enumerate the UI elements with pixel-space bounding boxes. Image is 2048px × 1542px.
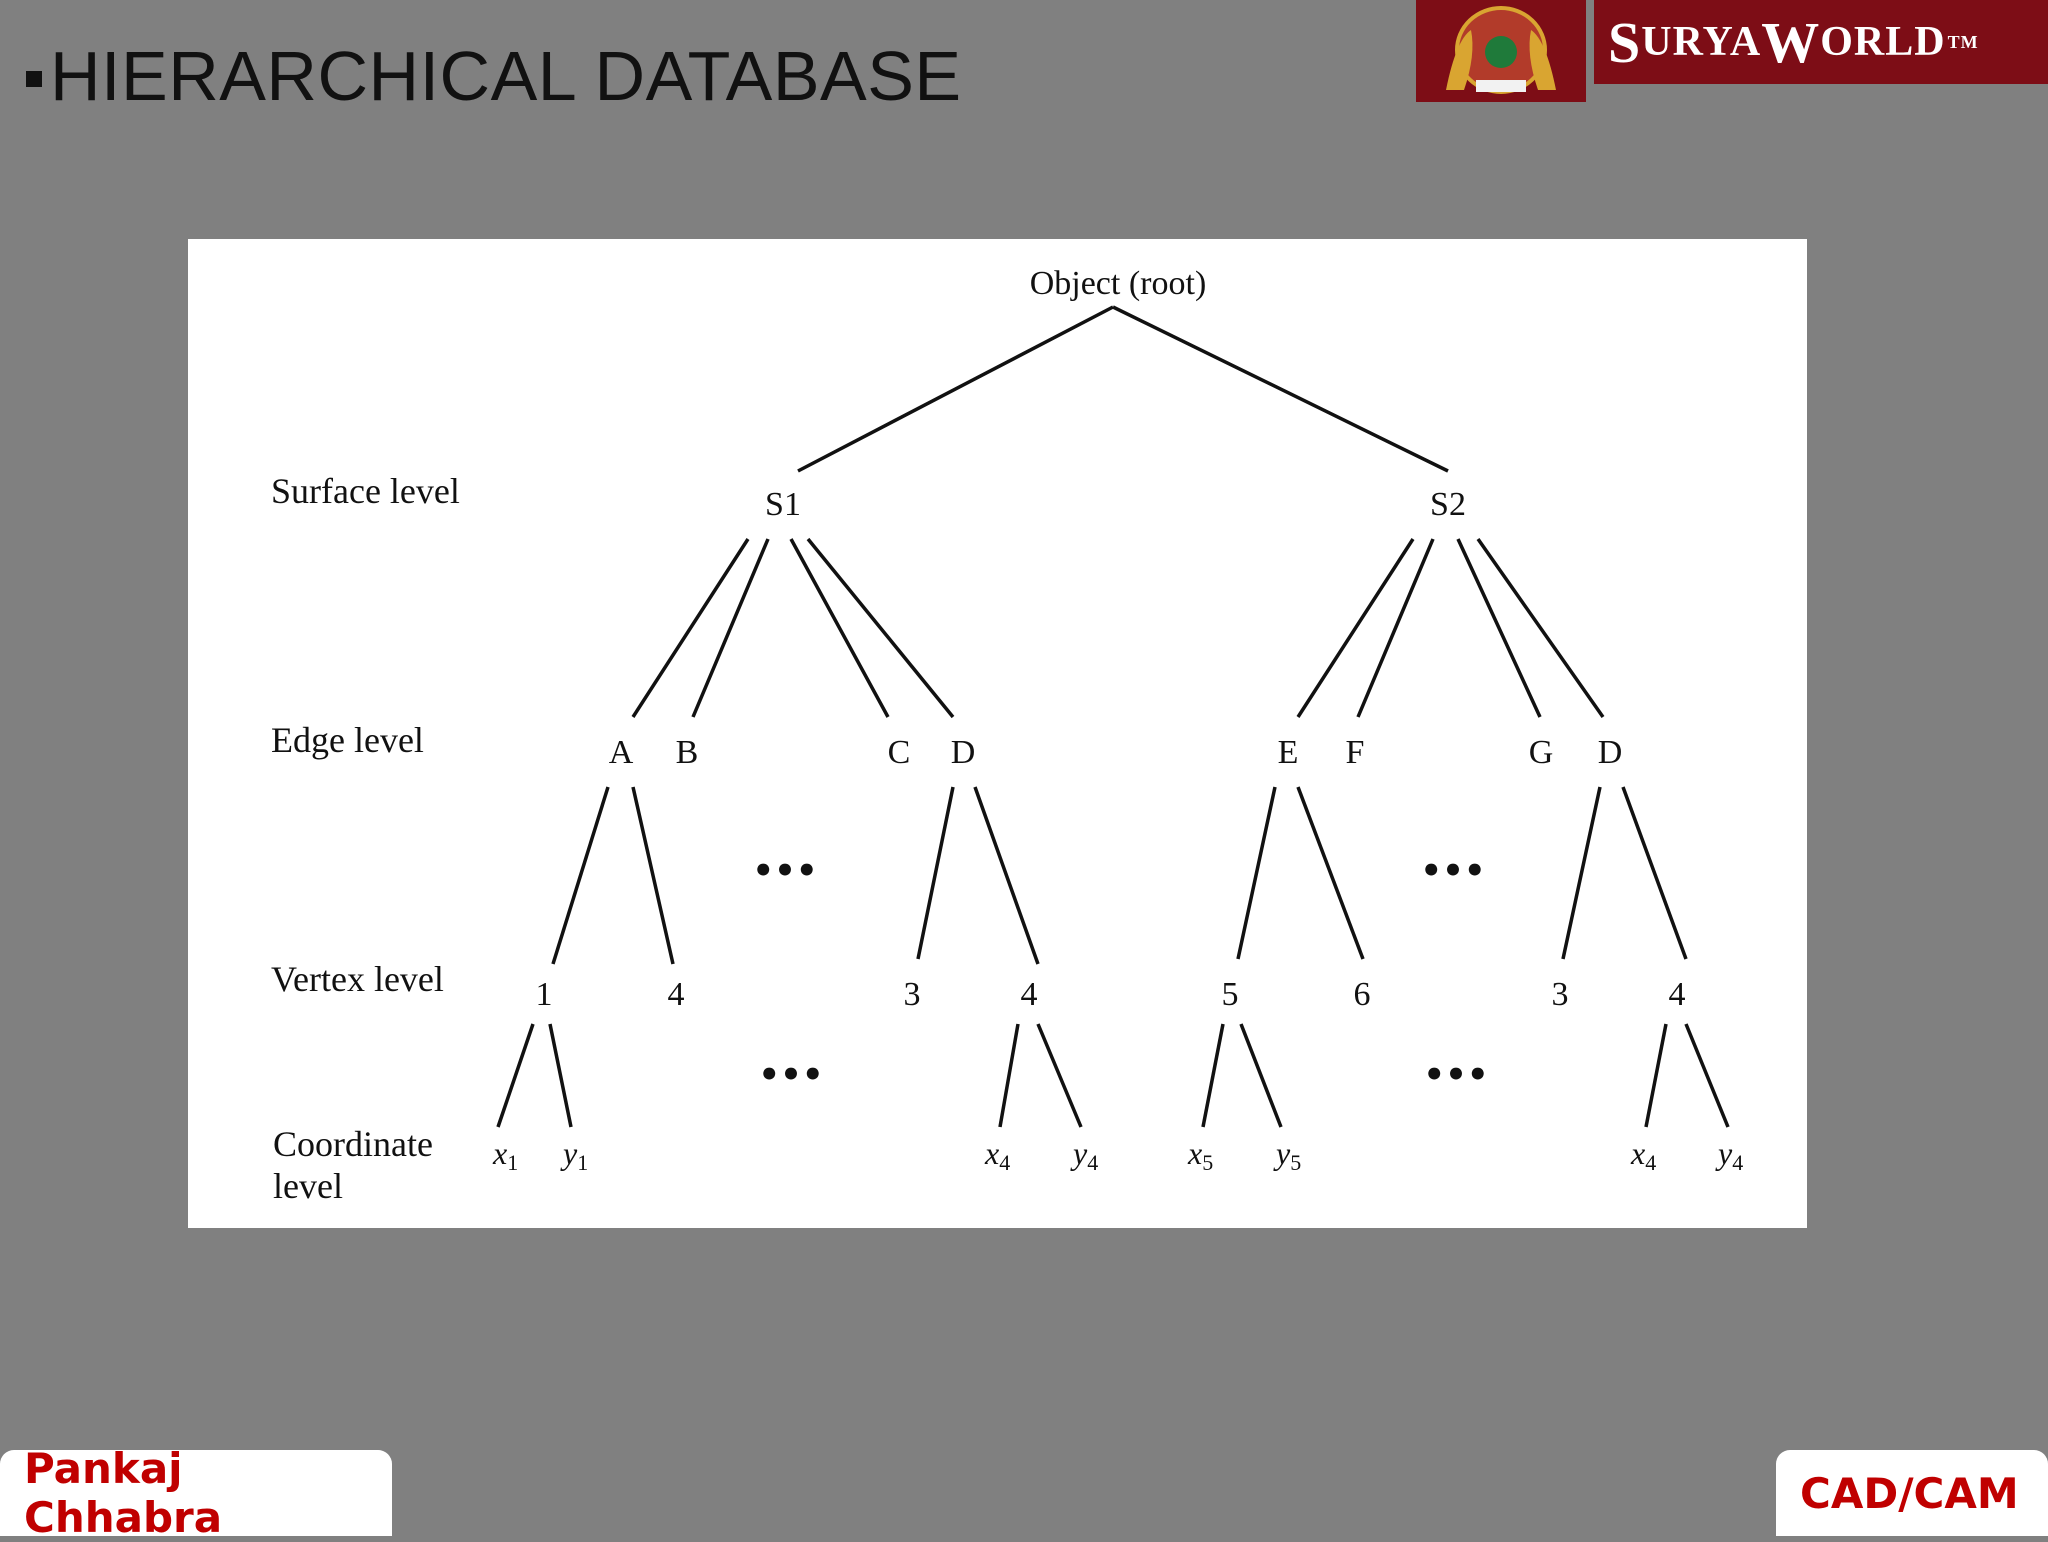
coordinate-node: y1 [560, 1135, 588, 1175]
edge-node: C [888, 734, 911, 771]
hierarchy-tree: Surface level Edge level Vertex level Co… [271, 265, 1743, 1206]
ellipsis: ••• [752, 851, 817, 891]
edge-node: B [676, 734, 699, 771]
vertex-node: 1 [536, 976, 553, 1013]
vertex-node: 4 [1021, 976, 1038, 1013]
slide-title-text: HIERARCHICAL DATABASE [50, 37, 962, 115]
vertex-node: 3 [1552, 976, 1569, 1013]
edge-node: F [1346, 734, 1365, 771]
surface-node: S2 [1430, 486, 1466, 523]
logo-text-orld: ORLD [1820, 19, 1946, 65]
level-label-coordinate: Coordinate [273, 1124, 433, 1164]
coordinate-node: x1 [492, 1135, 518, 1175]
hierarchy-diagram: Surface level Edge level Vertex level Co… [188, 239, 1807, 1228]
ellipsis: ••• [1420, 851, 1485, 891]
footer-author: Pankaj Chhabra [0, 1444, 392, 1542]
tree-edges [496, 305, 1730, 1128]
coordinate-node: y4 [1715, 1135, 1743, 1175]
coordinate-node: y5 [1273, 1135, 1301, 1175]
vertex-node: 5 [1222, 976, 1239, 1013]
vertex-node: 4 [668, 976, 685, 1013]
coordinate-node: y4 [1070, 1135, 1098, 1175]
vertex-node: 3 [904, 976, 921, 1013]
footer-author-text: Pankaj Chhabra [24, 1444, 223, 1542]
level-label-surface: Surface level [271, 471, 460, 511]
edge-node: G [1529, 734, 1554, 771]
logo-letter-w: W [1761, 9, 1821, 75]
coordinate-node: x4 [1630, 1135, 1656, 1175]
bullet-icon [26, 71, 42, 87]
ellipsis: ••• [758, 1055, 823, 1095]
logo-emblem [1416, 0, 1586, 102]
logo-letter-s: S [1608, 9, 1642, 75]
vertex-node: 4 [1669, 976, 1686, 1013]
root-node: Object (root) [1030, 265, 1207, 302]
surface-node: S1 [765, 486, 801, 523]
level-label-coordinate-2: level [273, 1166, 343, 1206]
ellipsis: ••• [1423, 1055, 1488, 1095]
level-label-edge: Edge level [271, 720, 424, 760]
coordinate-node: x5 [1187, 1135, 1213, 1175]
edge-node: D [951, 734, 976, 771]
slide-title: HIERARCHICAL DATABASE [26, 36, 962, 116]
edge-node: E [1278, 734, 1299, 771]
footer-subject-text: CAD/CAM [1800, 1468, 2019, 1518]
logo-text-urya: URYA [1641, 19, 1762, 65]
footer-subject: CAD/CAM [1776, 1450, 2048, 1536]
logo-trademark: TM [1947, 31, 1979, 52]
edge-node: A [609, 734, 634, 771]
edge-node: D [1598, 734, 1623, 771]
vertex-node: 6 [1354, 976, 1371, 1013]
coordinate-node: x4 [984, 1135, 1010, 1175]
level-label-vertex: Vertex level [271, 959, 444, 999]
